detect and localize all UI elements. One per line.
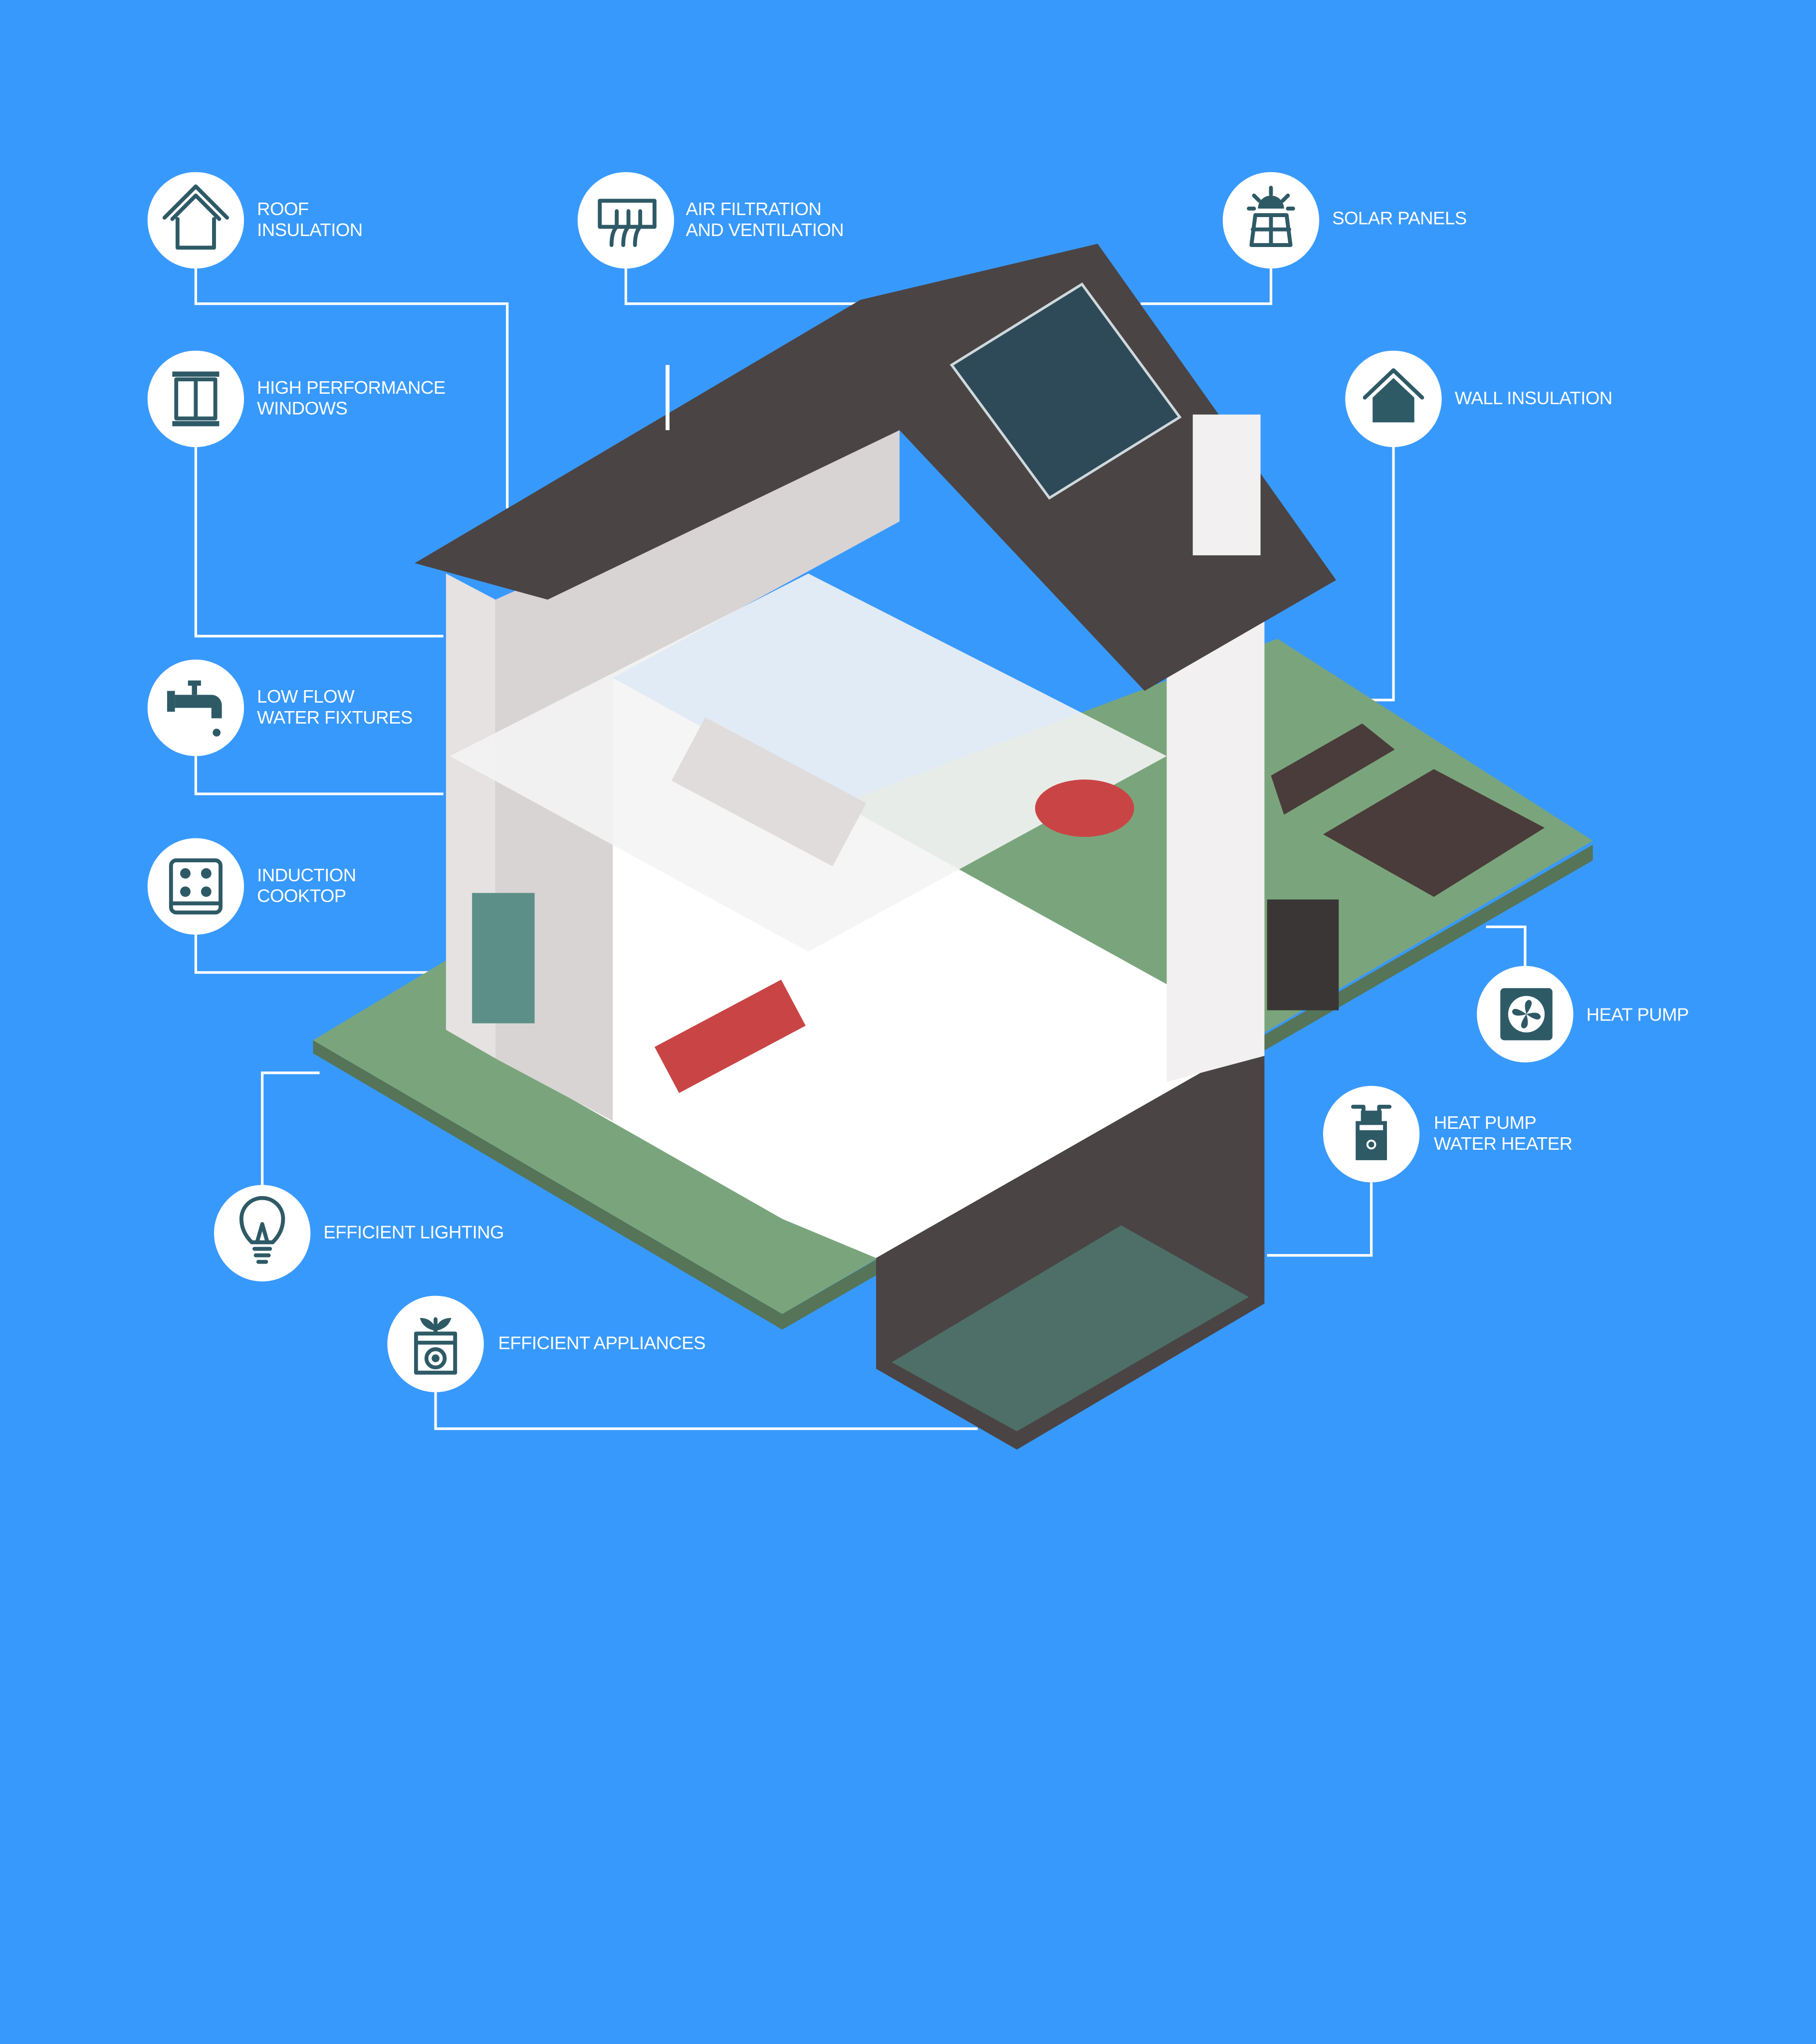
feature-solar-panels[interactable]: SOLAR PANELS	[1222, 172, 1467, 269]
label-line: HEAT PUMP	[1434, 1112, 1536, 1133]
svg-text:SOLAR PANELS: SOLAR PANELS	[1332, 208, 1466, 228]
label-line: ROOF	[257, 199, 309, 219]
svg-text:EFFICIENT APPLIANCES: EFFICIENT APPLIANCES	[498, 1333, 705, 1353]
sofa	[655, 980, 806, 1093]
garden-bed	[1323, 769, 1545, 897]
label-line: WATER HEATER	[1434, 1133, 1572, 1154]
solar-panel	[949, 282, 1182, 500]
label-line: INDUCTION	[257, 865, 356, 885]
heat-pump-unit	[1267, 899, 1339, 1011]
svg-text:EFFICIENT LIGHTING: EFFICIENT LIGHTING	[323, 1222, 504, 1243]
feature-wall-insulation[interactable]: WALL INSULATION	[1345, 350, 1612, 447]
basement-floor	[892, 1225, 1249, 1432]
house-roof-icon	[162, 184, 229, 250]
label-line: HIGH PERFORMANCE	[257, 377, 446, 398]
bed	[672, 717, 867, 867]
label-line: AIR FILTRATION	[686, 199, 822, 219]
label-line: INSULATION	[257, 220, 362, 240]
label-line: WALL INSULATION	[1455, 388, 1612, 408]
label-line: COOKTOP	[257, 886, 346, 906]
svg-text:HEAT PUMP: HEAT PUMP	[1587, 1004, 1689, 1024]
label-line: WINDOWS	[257, 398, 347, 419]
connector-lines	[194, 268, 1527, 1430]
fridge	[472, 893, 535, 1023]
feature-heat-pump[interactable]: HEAT PUMP	[1477, 966, 1689, 1062]
garden-bed	[1271, 723, 1395, 815]
window-icon	[172, 371, 220, 427]
light-bulb-icon	[239, 1196, 285, 1264]
faucet-icon	[167, 680, 222, 737]
feature-lighting[interactable]: EFFICIENT LIGHTING	[214, 1185, 504, 1281]
house-illustration	[313, 244, 1593, 1450]
label-line: HEAT PUMP	[1587, 1004, 1689, 1024]
right-wall	[1166, 612, 1265, 1082]
water-heater-icon	[1351, 1104, 1392, 1160]
feature-appliances[interactable]: EFFICIENT APPLIANCES	[387, 1295, 706, 1392]
fan-icon	[1500, 988, 1553, 1040]
solar-panel-icon	[1247, 186, 1295, 248]
cooktop-icon	[169, 858, 223, 915]
label-line: LOW FLOW	[257, 686, 355, 707]
table	[1035, 779, 1135, 837]
middle-floor	[450, 573, 1167, 952]
label-line: EFFICIENT APPLIANCES	[498, 1333, 705, 1353]
interior-wall	[495, 417, 900, 1121]
ventilation-icon	[598, 199, 657, 248]
label-line: WATER FIXTURES	[257, 707, 413, 728]
label-line: EFFICIENT LIGHTING	[323, 1222, 504, 1243]
washing-machine-icon	[414, 1317, 457, 1375]
label-line: AND VENTILATION	[686, 220, 844, 240]
house-wall-icon	[1362, 368, 1424, 423]
label-line: SOLAR PANELS	[1332, 208, 1466, 228]
svg-text:WALL INSULATION: WALL INSULATION	[1455, 388, 1612, 408]
chimney	[1192, 414, 1261, 555]
